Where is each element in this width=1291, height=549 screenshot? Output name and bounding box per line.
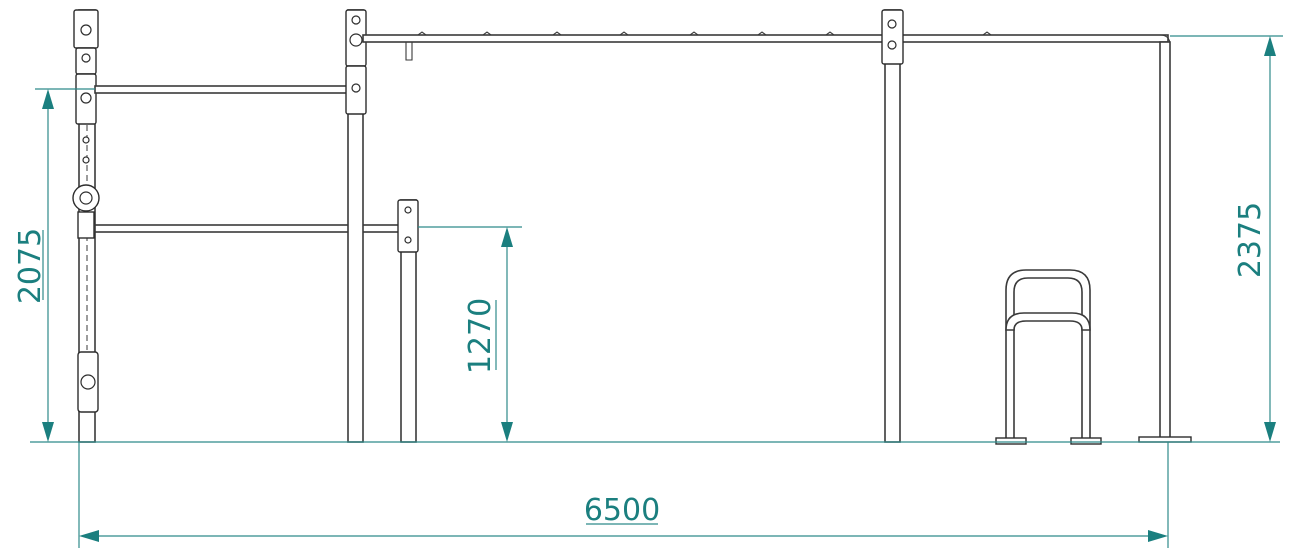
dimension-overall-length: 6500 [78,442,1169,548]
middle-post [345,9,367,443]
right-end-post [1138,41,1192,443]
overhead-monkey-bar [362,34,1171,61]
dimension-label-low-bar-height: 1270 [463,298,498,374]
dip-station [995,269,1102,445]
short-post [397,199,419,443]
dimension-label-overall-length: 6500 [584,493,660,528]
upper-pull-up-bar [94,85,349,94]
dimension-label-overall-height: 2375 [1233,202,1268,278]
dimension-high-bar-height: 2075 [13,88,95,442]
right-interior-post [881,9,904,443]
dimension-overall-height: 2375 [1170,35,1283,442]
post-clamp-ring [72,184,100,239]
dimension-label-high-bar-height: 2075 [13,228,48,304]
left-ladder-post [73,9,99,443]
dimension-low-bar-height: 1270 [418,226,522,442]
bar-grip-marks [417,31,992,36]
